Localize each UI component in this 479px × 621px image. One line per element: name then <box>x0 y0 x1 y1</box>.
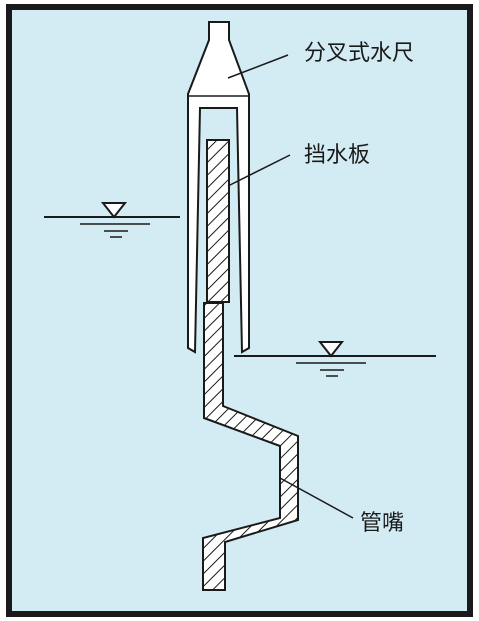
label-forked-water-staff: 分叉式水尺 <box>304 41 414 66</box>
forked-water-staff <box>187 21 250 354</box>
leader-line-baffle <box>227 154 291 187</box>
nozzle-pipe <box>202 302 299 591</box>
water-level-symbol-right <box>317 341 345 358</box>
label-nozzle: 管嘴 <box>360 511 404 536</box>
water-level-left <box>44 202 180 238</box>
leader-line-nozzle <box>279 477 354 519</box>
label-baffle-plate: 挡水板 <box>304 143 370 168</box>
leader-line-fork-staff <box>227 54 289 79</box>
water-level-symbol-left <box>100 202 128 219</box>
baffle-plate <box>206 139 230 303</box>
water-level-right <box>234 341 436 377</box>
